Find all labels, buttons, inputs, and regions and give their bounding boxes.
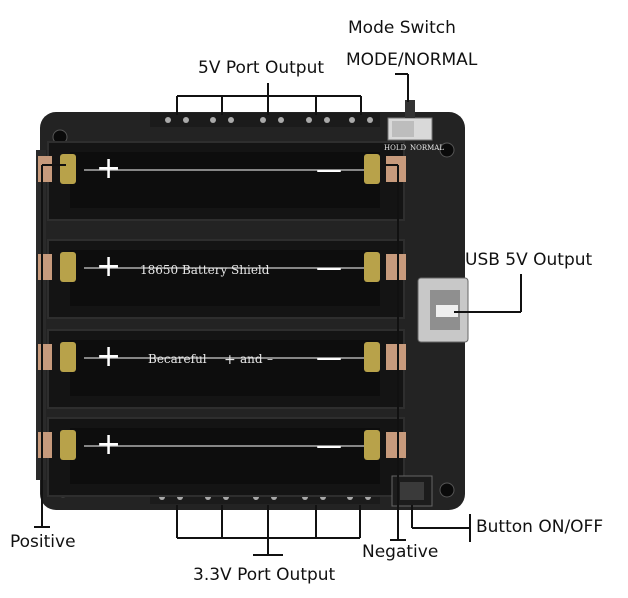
cell-minus-sign: — (316, 253, 342, 283)
label-mode-options: MODE/NORMAL (346, 50, 478, 70)
negative-pad (386, 344, 406, 370)
negative-contact (364, 342, 380, 372)
battery-bays: + — + — + — + — (38, 141, 406, 497)
positive-pad (38, 156, 52, 182)
positive-contact (60, 252, 76, 282)
cell-plus-sign: + (96, 427, 121, 462)
battery-cavity (70, 152, 380, 208)
switch-lever (405, 100, 415, 118)
cell-plus-sign: + (96, 249, 121, 284)
silk-becareful: Becareful (148, 352, 207, 366)
negative-contact (364, 252, 380, 282)
label-5v-port-output: 5V Port Output (198, 58, 325, 78)
switch-normal-silk: NORMAL (410, 144, 444, 152)
negative-pad (386, 432, 406, 458)
leader-lines (34, 73, 522, 556)
positive-pad (38, 432, 52, 458)
positive-contact (60, 342, 76, 372)
label-positive: Positive (10, 532, 76, 552)
positive-contact (60, 430, 76, 460)
positive-pad (38, 254, 52, 280)
label-mode-switch: Mode Switch (348, 18, 456, 38)
label-usb-5v-output: USB 5V Output (465, 250, 593, 270)
negative-contact (364, 154, 380, 184)
silk-plus: + (224, 352, 236, 368)
silk-and: and (240, 352, 263, 366)
mounting-hole (439, 142, 455, 158)
label-negative: Negative (362, 542, 439, 562)
top-pin-headers (150, 113, 380, 127)
positive-contact (60, 154, 76, 184)
battery-cavity (70, 340, 380, 396)
negative-pad (386, 254, 406, 280)
negative-pad (386, 156, 406, 182)
cell-minus-sign: — (316, 155, 342, 185)
label-33v-port-output: 3.3V Port Output (193, 565, 336, 585)
cell-plus-sign: + (96, 339, 121, 374)
battery-cavity (70, 428, 380, 484)
cell-plus-sign: + (96, 151, 121, 186)
switch-hold-silk: HOLD (384, 144, 406, 152)
cell-minus-sign: — (316, 343, 342, 373)
cell-minus-sign: — (316, 431, 342, 461)
negative-contact (364, 430, 380, 460)
silk-title: 18650 Battery Shield (140, 263, 270, 277)
positive-pad (38, 344, 52, 370)
silk-minus: – (267, 352, 273, 366)
label-button-on-off: Button ON/OFF (476, 517, 604, 537)
battery-cavity (70, 250, 380, 306)
mounting-hole (439, 482, 455, 498)
